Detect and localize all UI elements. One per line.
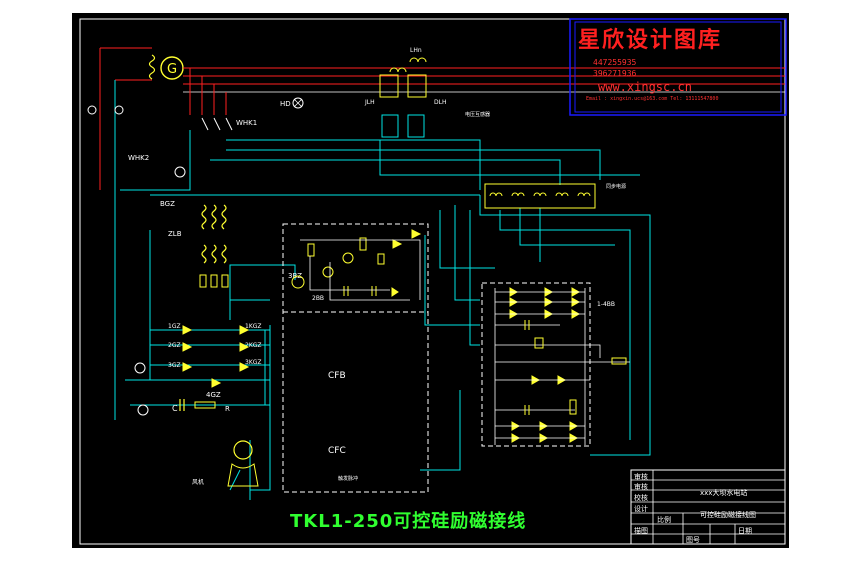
ct-coil-2 [409, 57, 427, 63]
terminal-minus [114, 105, 124, 115]
whk2-label: WHK2 [128, 154, 149, 162]
b2b-label: 2BB [312, 295, 324, 302]
title-block [630, 469, 786, 545]
rectifier-bridge: 1GZ 2GZ 3GZ 1KGZ 2KGZ 3KGZ 4GZ C R [134, 323, 262, 416]
tb-plant: xxx大坝水电站 [700, 489, 748, 497]
zlb-label: ZLB [168, 230, 182, 238]
tb-proof: 校核 [634, 494, 648, 502]
diode-2gz [182, 342, 193, 352]
cfc-label: CFC [328, 446, 346, 456]
sync-label: 同步电源 [606, 183, 626, 190]
sync-transformer-bank [484, 183, 596, 209]
watermark-website: www.xingsc.cn [598, 80, 692, 94]
d3gz-label: 3GZ [168, 362, 181, 369]
b3z-label: 3BZ [288, 272, 302, 280]
relay-box [407, 114, 425, 138]
fan-label: 风机 [192, 478, 204, 486]
control-components [291, 229, 422, 297]
lamp-cross [293, 98, 303, 108]
control-box-wiring [300, 239, 421, 301]
tb-check: 审核 [634, 483, 648, 491]
fuse-row [199, 274, 229, 288]
jlh-box [379, 74, 399, 98]
dlh-label: DLH [434, 99, 446, 106]
ct-coil-1 [389, 67, 407, 73]
resistor-r [194, 401, 216, 409]
relay-box [381, 114, 399, 138]
watermark-brand: 星欣设计图库 [578, 28, 723, 53]
fan-motor [233, 440, 253, 460]
k3gz-label: 3KGZ [245, 359, 262, 366]
regulator-parts [524, 320, 627, 415]
resistor-label: R [225, 405, 230, 413]
hd-lamp [292, 97, 304, 109]
generator-section: G [87, 47, 785, 420]
fan-body [227, 463, 259, 487]
c14b-label: 1-4BB [597, 301, 615, 308]
drawing-sheet: G LHn JLH DL [72, 13, 789, 548]
vt-label: 电压互感器 [465, 111, 490, 118]
lhn-label: LHn [410, 47, 422, 54]
generator-label: G [167, 62, 177, 77]
thyristor-1kgz [239, 325, 250, 335]
diode-3gz [182, 362, 193, 372]
control-box [282, 223, 429, 493]
watermark-frame [569, 18, 787, 116]
regulator-box [481, 282, 591, 447]
thyristor-2kgz [239, 342, 250, 352]
tb-scale: 比例 [657, 516, 671, 524]
exciter-coil [148, 54, 156, 80]
sync-coils [489, 192, 591, 197]
control-wiring [120, 130, 651, 500]
diode-1gz [182, 325, 193, 335]
whk1-label: WHK1 [236, 119, 257, 127]
capacitor-label: C [172, 404, 178, 413]
d4gz-label: 4GZ [206, 391, 221, 399]
tb-number: 图号 [686, 536, 700, 544]
hd-label: HD [280, 100, 291, 108]
whk1-switch [201, 117, 233, 131]
diode-4gz [211, 378, 222, 388]
tb-date: 日期 [738, 527, 752, 535]
dlh-box [407, 74, 427, 98]
jlh-label: JLH [364, 99, 375, 106]
thyristor-3kgz [239, 362, 250, 372]
d2gz-label: 2GZ [168, 342, 181, 349]
current-transformers: LHn JLH DLH 电压互感器 [364, 47, 490, 138]
cfb-label: CFB [328, 371, 346, 381]
regulator-wiring [494, 288, 630, 445]
d1gz-label: 1GZ [168, 323, 181, 330]
tb-review: 审核 [634, 473, 648, 481]
regulator-diodes [509, 287, 581, 443]
k2gz-label: 2KGZ [245, 342, 262, 349]
meter-symbol [174, 166, 186, 178]
trigger-label: 触发脉冲 [338, 475, 358, 482]
ammeter [137, 404, 149, 416]
watermark-email: Email : xingxin.ucs@163.com Tel: 1311154… [586, 96, 719, 102]
watermark-phone2: 396271936 [593, 69, 637, 78]
watermark-frame-inner [574, 21, 782, 113]
tb-designer: 设计 [634, 505, 648, 513]
drawing-title: TKL1-250可控硅励磁接线 [290, 511, 527, 532]
tb-drafter: 描图 [634, 527, 648, 535]
zlb-transformer [201, 204, 227, 264]
tb-drawing-name: 可控硅励磁接线图 [700, 511, 756, 519]
bgz-label: BGZ [160, 200, 175, 208]
voltmeter [134, 362, 146, 374]
terminal-plus [87, 105, 97, 115]
sheet-border [79, 18, 786, 545]
watermark-phone1: 447255935 [593, 58, 637, 67]
k1gz-label: 1KGZ [245, 323, 262, 330]
schematic-canvas: G LHn JLH DL [79, 18, 787, 545]
